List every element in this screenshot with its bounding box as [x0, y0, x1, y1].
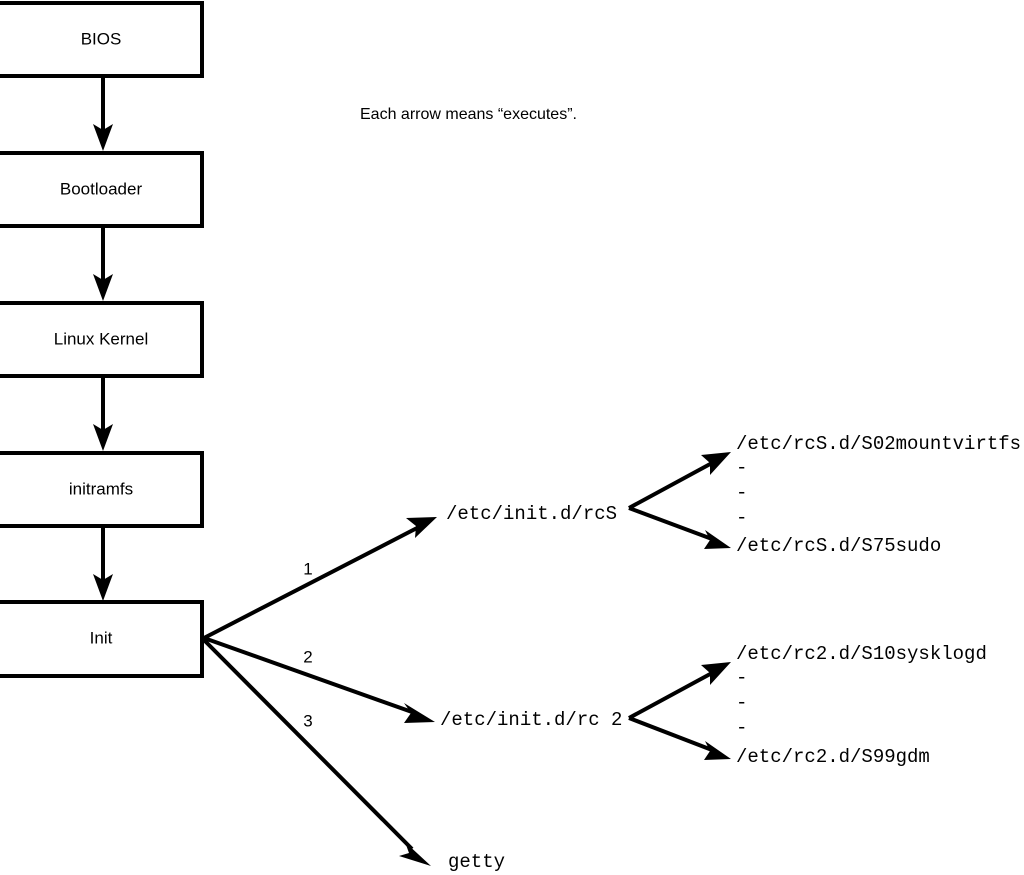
arrow-bootloader-to-kernel — [93, 226, 113, 301]
arrowhead-diag-icon — [701, 662, 731, 685]
arrowhead-diag-icon — [404, 703, 435, 723]
target-rcs-label: /etc/init.d/rcS — [446, 503, 617, 525]
rc2-ellipsis-dash-3: - — [736, 717, 747, 739]
arrow-init-to-rcs — [203, 517, 437, 640]
arrowhead-diag-icon — [704, 741, 731, 760]
arrowhead-down-icon — [93, 274, 113, 301]
node-linux-kernel[interactable]: Linux Kernel — [0, 301, 204, 378]
arrow-rcs-to-first-script — [628, 452, 731, 510]
arrowhead-diag-icon — [701, 452, 731, 475]
node-bootloader[interactable]: Bootloader — [0, 151, 204, 228]
arrow-rc2-to-first-script — [628, 662, 731, 720]
arrowhead-down-icon — [93, 574, 113, 601]
rc2-ellipsis-dash-2: - — [736, 692, 747, 714]
legend-note: Each arrow means “executes”. — [360, 106, 577, 123]
kernel-label: Linux Kernel — [54, 329, 149, 348]
rcs-script-first: /etc/rcS.d/S02mountvirtfs — [736, 433, 1021, 455]
node-initramfs[interactable]: initramfs — [0, 451, 204, 528]
arrow-bios-to-bootloader — [93, 76, 113, 151]
branch-number-1: 1 — [303, 559, 312, 578]
bootloader-label: Bootloader — [60, 179, 143, 198]
init-label: Init — [90, 628, 113, 647]
arrowhead-down-icon — [93, 424, 113, 451]
bios-label: BIOS — [81, 29, 122, 48]
arrow-kernel-to-initramfs — [93, 376, 113, 451]
arrow-initramfs-to-init — [93, 526, 113, 601]
kernel-box-shape — [0, 301, 204, 378]
init-box-shape — [0, 600, 204, 678]
node-init[interactable]: Init — [0, 600, 204, 678]
arrow-init-to-rc2 — [203, 636, 435, 723]
rcs-ellipsis-dash-2: - — [736, 482, 747, 504]
rcs-ellipsis-dash-3: - — [736, 507, 747, 529]
rc2-script-first: /etc/rc2.d/S10sysklogd — [736, 643, 987, 665]
node-bios[interactable]: BIOS — [0, 1, 204, 78]
arrowhead-diag-icon — [704, 530, 731, 549]
arrow-init-to-getty — [202, 638, 431, 866]
arrowhead-diag-icon — [399, 842, 431, 866]
target-rc2-label: /etc/init.d/rc 2 — [440, 709, 622, 731]
arrowhead-down-icon — [93, 124, 113, 151]
branch-number-2: 2 — [303, 647, 312, 666]
initramfs-label: initramfs — [69, 479, 133, 498]
target-getty-label: getty — [448, 851, 505, 873]
arrow-rcs-to-last-script — [628, 506, 731, 549]
bios-box-shape — [0, 1, 204, 78]
initramfs-box-shape — [0, 451, 204, 528]
rcs-ellipsis-dash-1: - — [736, 457, 747, 479]
branch-number-3: 3 — [303, 711, 312, 730]
arrow-rc2-to-last-script — [628, 716, 731, 760]
rc2-script-last: /etc/rc2.d/S99gdm — [736, 746, 930, 768]
rcs-script-last: /etc/rcS.d/S75sudo — [736, 535, 941, 557]
bootloader-box-shape — [0, 151, 204, 228]
arrowhead-diag-icon — [406, 517, 437, 538]
rc2-ellipsis-dash-1: - — [736, 667, 747, 689]
